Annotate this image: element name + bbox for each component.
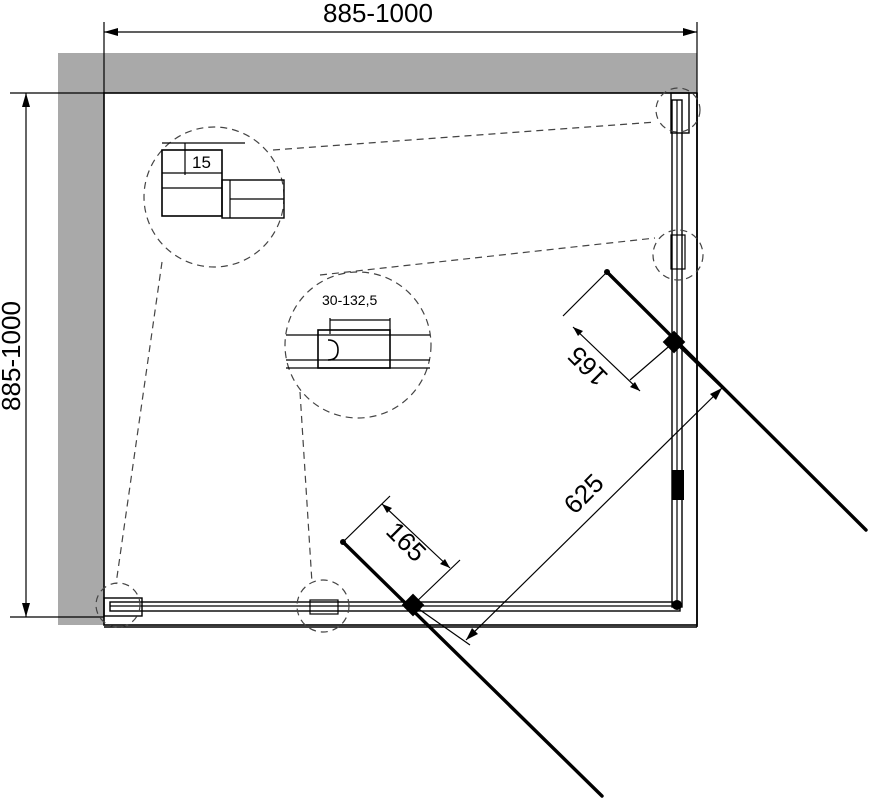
corner-profile-label: 15 xyxy=(192,153,211,172)
height-label: 885-1000 xyxy=(0,301,26,411)
width-label: 885-1000 xyxy=(323,0,433,28)
wall-left xyxy=(58,53,104,625)
detail-callouts xyxy=(95,87,704,633)
dimension-height: 885-1000 xyxy=(0,92,104,618)
dimension-width: 885-1000 xyxy=(103,0,698,93)
enclosure-outline xyxy=(103,92,698,628)
adjust-range-label: 30-132,5 xyxy=(322,292,377,308)
wall-top xyxy=(58,53,697,93)
walls xyxy=(58,53,697,625)
inner-floor xyxy=(103,92,698,626)
detail-magnifier-corner: 15 xyxy=(143,126,285,268)
detail-magnifier-adjust: 30-132,5 xyxy=(284,271,432,419)
